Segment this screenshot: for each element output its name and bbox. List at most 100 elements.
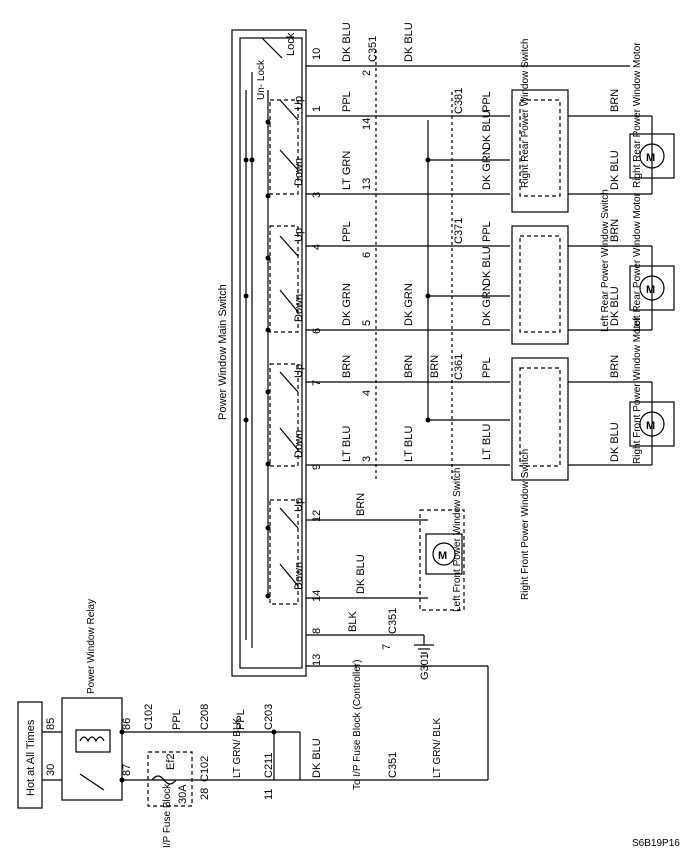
relay-label: Power Window Relay [86,599,97,694]
wire-lt-blu-1: LT BLU [341,426,353,462]
rf-motor-label: Right Front Power Window Motor [632,316,643,464]
wire-dk-grn-rr: DK GRN [481,147,493,190]
wire-dk-blu-2: DK BLU [403,22,415,62]
wire-ppl-rf: PPL [481,357,493,378]
connector-number-11: 11 [263,789,275,800]
connector-number-5: 5 [361,320,373,326]
wire-dk-blu-rr-motor: DK BLU [609,150,621,190]
connector-number-28: 28 [199,788,211,800]
lr-motor-label: Left Rear Power Window Motor [632,192,643,332]
wire-dk-grn-2: DK GRN [403,283,415,326]
pin-6: 6 [311,328,323,334]
relay-pin-87: 87 [121,764,133,776]
c361: C361 [453,354,465,380]
fuse-id: Ef2 [165,753,177,770]
controller-label: To I/P Fuse Block (Controller) [352,660,363,790]
connector-number-13: 13 [361,178,373,190]
relay-pin-30: 30 [45,764,57,776]
wire-brn-3: BRN [429,355,441,378]
wire-lt-grn: LT GRN [341,151,353,190]
page-title: Power Window Main Switch [217,284,229,420]
rr-motor-label: Right Rear Power Window Motor [632,42,643,188]
pin-10: 10 [311,48,323,60]
wire-lt-blu-2: LT BLU [403,426,415,462]
connector-number-2: 2 [361,70,373,76]
c371: C371 [453,218,465,244]
connector-number-3: 3 [361,456,373,462]
wire-dk-blu-lr: DK BLU [481,246,493,286]
pin-1: 1 [311,106,323,112]
wire-ppl-1: PPL [341,91,353,112]
wire-brn-rf-motor: BRN [609,355,621,378]
wire-ppl-lr: PPL [481,221,493,242]
wire-ppl-2: PPL [341,221,353,242]
wire-dk-blu-lr-motor: DK BLU [609,286,621,326]
pin-12: 12 [311,510,323,522]
relay-pin-85: 85 [45,718,57,730]
c351-top: C351 [367,36,379,62]
wire-brn-lf: BRN [355,493,367,516]
wire-ppl-power-2: PPL [235,709,247,730]
wire-dk-blu-rr: DK BLU [481,110,493,150]
pin-7: 7 [311,380,323,386]
down-label-3: Down [293,430,305,458]
wire-blk: BLK [347,611,359,632]
up-label-1: Up [293,96,305,110]
motor-symbol-rf: M [646,420,655,432]
c208: C208 [199,704,211,730]
up-label-3: Up [293,364,305,378]
rf-switch-label: Right Front Power Window Switch [520,449,531,600]
wire-dk-blu-power: DK BLU [311,738,323,778]
up-label-4: Up [293,498,305,512]
lr-switch-label: Left Rear Power Window Switch [600,189,611,332]
wire-dk-blu-lf: DK BLU [355,554,367,594]
down-label-1: Down [293,158,305,186]
rr-switch-label: Right Rear Power Window Switch [520,39,531,189]
relay-pin-86: 86 [121,718,133,730]
pin-8: 8 [311,628,323,634]
connector-number-7: 7 [381,644,393,650]
c211: C211 [263,753,275,778]
wire-lt-grn-blk-1: LT GRN/ BLK [232,717,243,778]
c381: C381 [453,88,465,114]
wire-ppl-power: PPL [171,709,183,730]
wire-brn-1: BRN [341,355,353,378]
wire-brn-lr-motor: BRN [609,219,621,242]
motor-symbol-lf: M [438,550,447,562]
lock-label: Lock [285,32,297,56]
wire-dk-grn-1: DK GRN [341,283,353,326]
hot-label: Hot at All Times [25,719,37,796]
wire-dk-blu-rf-motor: DK BLU [609,422,621,462]
pin-9: 9 [311,464,323,470]
down-label-4: Down [293,562,305,590]
down-label-2: Down [293,294,305,322]
connector-number-4: 4 [361,390,373,396]
wire-lt-blu-rf: LT BLU [481,424,493,460]
motor-symbol-lr: M [646,284,655,296]
figure-code: S6B19P16 [632,838,680,849]
unlock-label: Un- Lock [256,59,267,100]
c203: C203 [263,704,275,730]
c102-top: C102 [143,704,155,730]
fuse-label: I/P Fuse Block [162,783,173,848]
motor-symbol-rr: M [646,152,655,164]
connector-number-14: 14 [361,118,373,130]
g301: G301 [419,653,431,680]
wire-lt-grn-blk-2: LT GRN/ BLK [432,717,443,778]
wire-brn-2: BRN [403,355,415,378]
pin-4: 4 [311,244,323,250]
wire-dk-blu-1: DK BLU [341,22,353,62]
connector-number-6: 6 [361,252,373,258]
fuse-rating: 30A [177,784,189,804]
up-label-2: Up [293,228,305,242]
wire-ppl-rr: PPL [481,91,493,112]
c351-ground: C351 [387,608,399,634]
pin-3: 3 [311,192,323,198]
c102-bottom: C102 [199,756,211,782]
c351-bottom: C351 [387,752,399,778]
lf-switch-label: Left Front Power Window Switch [452,468,463,613]
pin-13: 13 [311,654,323,666]
wire-dk-grn-lr: DK GRN [481,283,493,326]
wire-brn-rr-motor: BRN [609,89,621,112]
